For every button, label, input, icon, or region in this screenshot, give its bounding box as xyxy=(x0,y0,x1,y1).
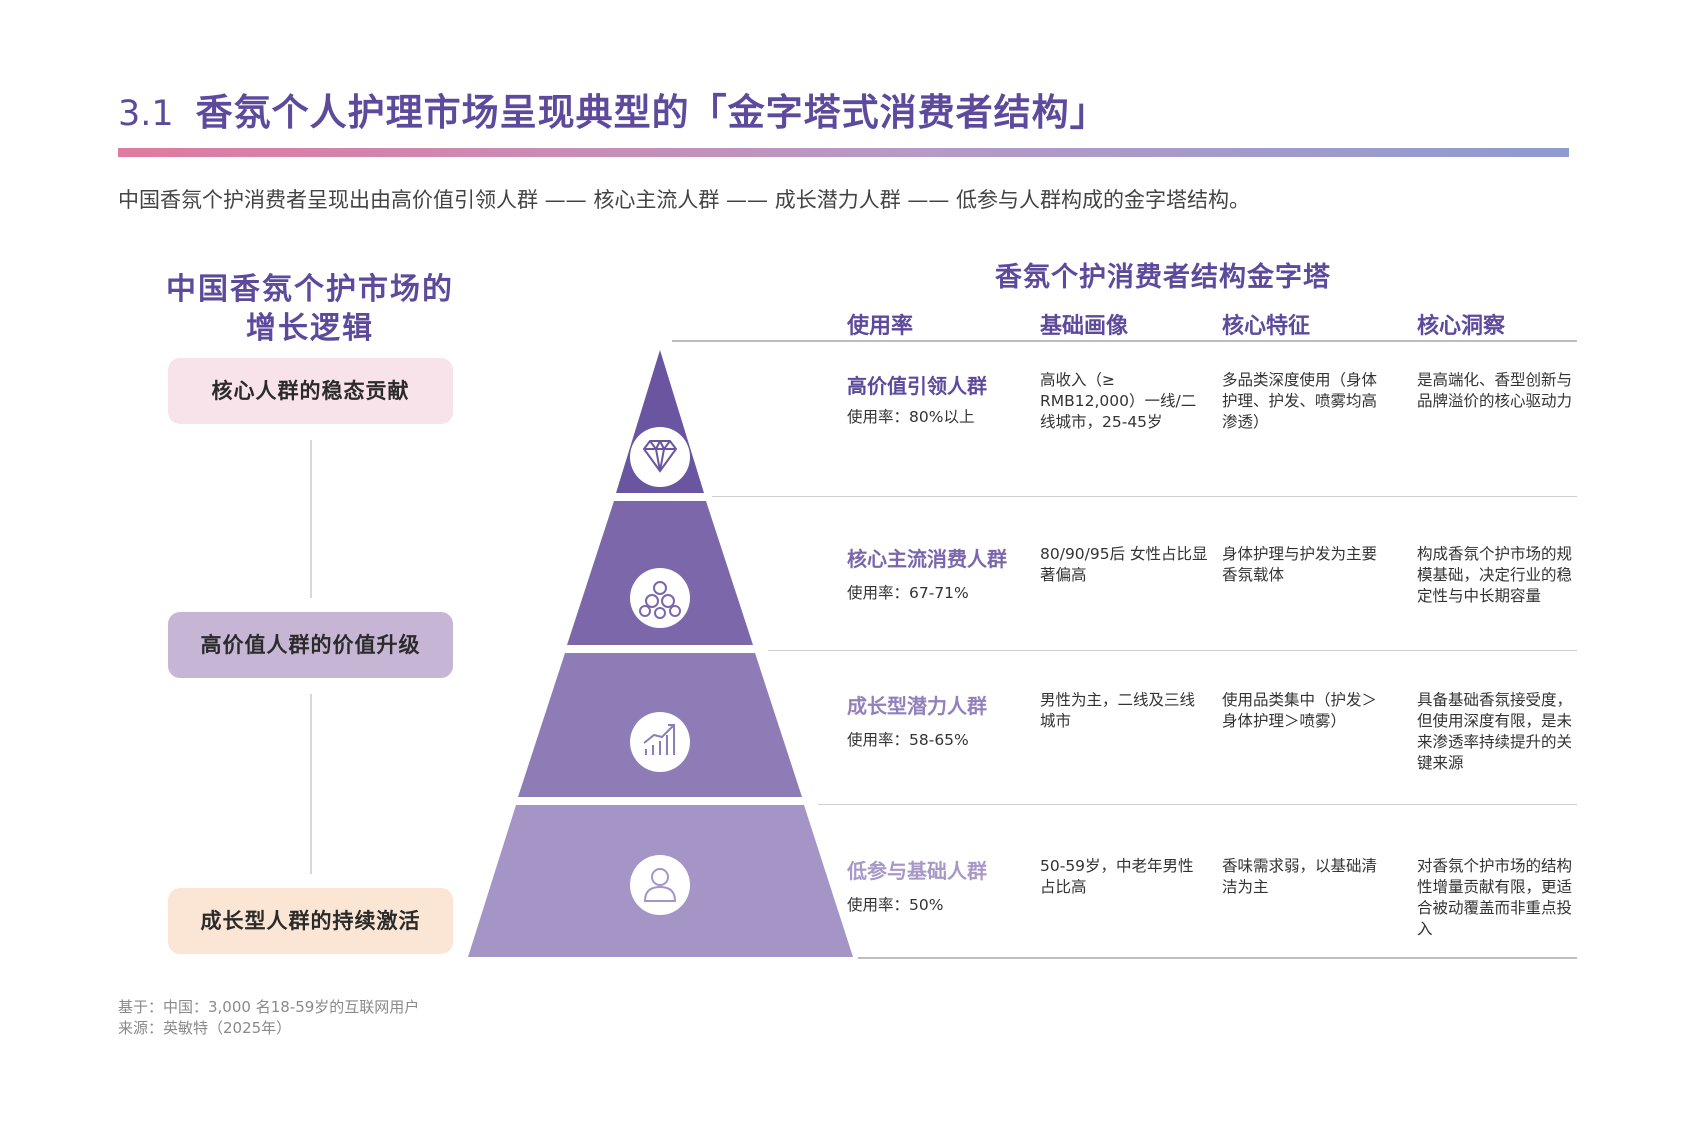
segment-feature: 身体护理与护发为主要香氛载体 xyxy=(1222,545,1378,584)
row-divider xyxy=(768,650,1577,651)
table-top-rule xyxy=(672,340,1577,342)
column-header-insight: 核心洞察 xyxy=(1417,314,1506,339)
diamond-icon xyxy=(630,427,690,487)
segment-name: 低参与基础人群 xyxy=(847,859,987,883)
row-divider xyxy=(858,957,1577,959)
footnote: 基于：中国：3,000 名18-59岁的互联网用户 来源：英敏特（2025年） xyxy=(118,997,419,1039)
segment-profile: 80/90/95后 女性占比显著偏高 xyxy=(1040,545,1208,584)
connector-line xyxy=(310,694,312,874)
growth-chart-icon xyxy=(630,712,690,772)
page-title: 3.1 香氛个人护理市场呈现典型的「金字塔式消费者结构」 xyxy=(118,82,1108,138)
footnote-base: 基于：中国：3,000 名18-59岁的互联网用户 xyxy=(118,998,420,1016)
growth-logic-title-line2: 增长逻辑 xyxy=(246,311,374,346)
segment-feature: 使用品类集中（护发＞身体护理＞喷雾） xyxy=(1222,691,1378,730)
segment-rate: 使用率：50% xyxy=(847,896,944,914)
page-subtitle: 中国香氛个护消费者呈现出由高价值引领人群 —— 核心主流人群 —— 成长潜力人群… xyxy=(118,188,1251,212)
column-header-rate: 使用率 xyxy=(847,314,914,339)
network-icon xyxy=(630,568,690,628)
segment-name: 高价值引领人群 xyxy=(847,374,987,398)
segment-insight: 是高端化、香型创新与品牌溢价的核心驱动力 xyxy=(1417,371,1573,410)
segment-feature: 多品类深度使用（身体护理、护发、喷雾均高渗透） xyxy=(1222,371,1378,431)
segment-rate: 使用率：80%以上 xyxy=(847,408,975,426)
connector-line xyxy=(310,440,312,598)
pyramid-graphic xyxy=(468,350,853,957)
segment-rate: 使用率：67-71% xyxy=(847,584,969,602)
growth-logic-title-line1: 中国香氛个护市场的 xyxy=(166,272,454,307)
column-header-feature: 核心特征 xyxy=(1222,314,1311,339)
pyramid-title: 香氛个护消费者结构金字塔 xyxy=(995,262,1331,293)
row-divider xyxy=(712,496,1577,497)
segment-name: 核心主流消费人群 xyxy=(847,547,1007,571)
column-header-profile: 基础画像 xyxy=(1040,314,1129,339)
segment-profile: 高收入（≥ RMB12,000）一线/二线城市，25-45岁 xyxy=(1040,371,1197,431)
growth-logic-box: 高价值人群的价值升级 xyxy=(168,612,453,678)
growth-logic-box: 核心人群的稳态贡献 xyxy=(168,358,453,424)
row-divider xyxy=(818,804,1577,805)
segment-profile: 50-59岁，中老年男性占比高 xyxy=(1040,857,1194,896)
segment-profile: 男性为主，二线及三线城市 xyxy=(1040,691,1196,730)
segment-feature: 香味需求弱，以基础清洁为主 xyxy=(1222,857,1378,896)
segment-name: 成长型潜力人群 xyxy=(847,694,987,718)
growth-logic-box: 成长型人群的持续激活 xyxy=(168,888,453,954)
title-gradient-bar xyxy=(118,148,1569,157)
section-number: 3.1 xyxy=(118,94,174,134)
title-text: 香氛个人护理市场呈现典型的「金字塔式消费者结构」 xyxy=(195,91,1108,134)
growth-logic-title: 中国香氛个护市场的 增长逻辑 xyxy=(150,270,470,348)
footnote-source: 来源：英敏特（2025年） xyxy=(118,1019,292,1037)
segment-insight: 对香氛个护市场的结构性增量贡献有限，更适合被动覆盖而非重点投入 xyxy=(1417,857,1573,938)
person-icon xyxy=(630,855,690,915)
segment-rate: 使用率：58-65% xyxy=(847,731,969,749)
segment-insight: 构成香氛个护市场的规模基础，决定行业的稳定性与中长期容量 xyxy=(1417,545,1573,605)
segment-insight: 具备基础香氛接受度，但使用深度有限，是未来渗透率持续提升的关键来源 xyxy=(1417,691,1573,772)
